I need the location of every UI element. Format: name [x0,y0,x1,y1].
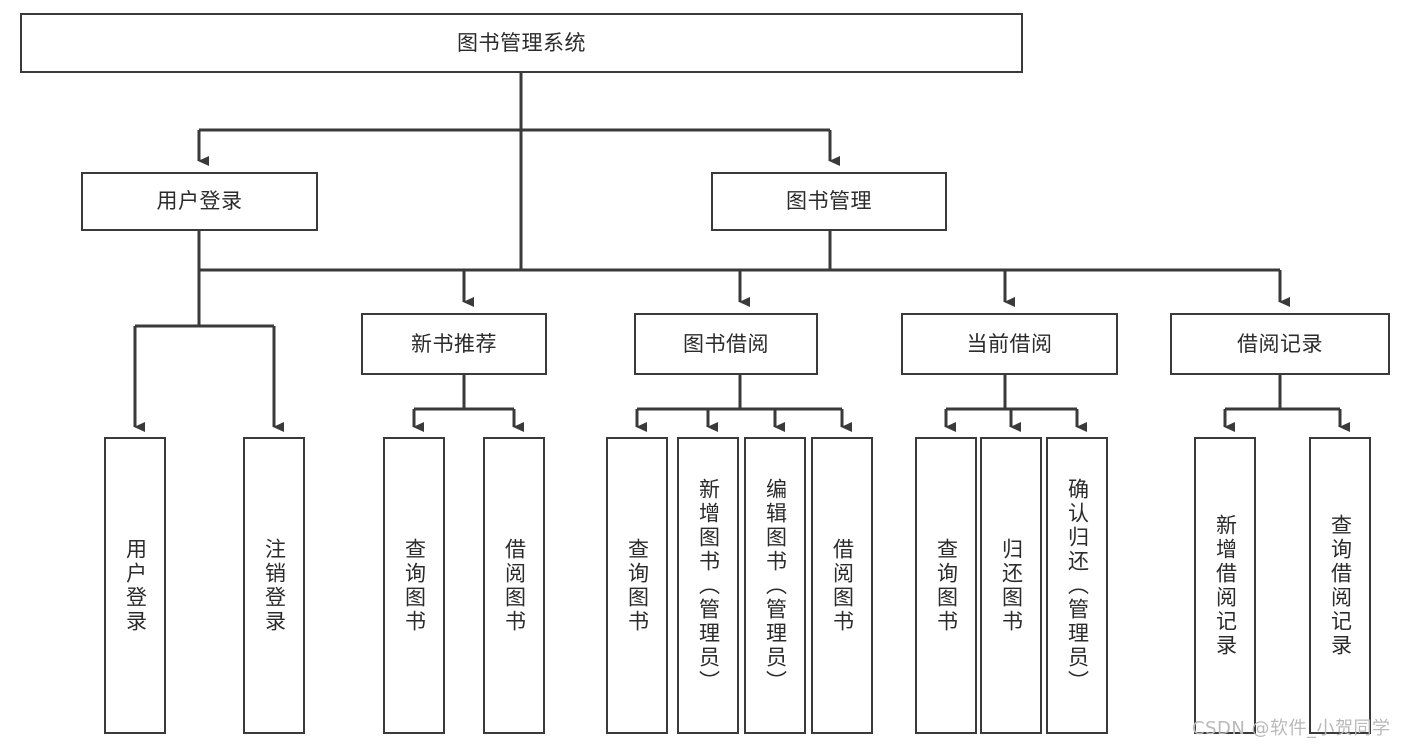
node-book-management[interactable]: 图书管理 [711,172,947,231]
node-borrow-record-label: 借阅记录 [1237,331,1323,356]
leaf-bb-edit-book[interactable]: 编辑图书（管理员） [744,437,806,734]
leaf-br-query-record-label: 查询借阅记录 [1328,513,1353,658]
leaf-bb-borrow-book-label: 借阅图书 [830,537,855,634]
node-root[interactable]: 图书管理系统 [20,13,1023,73]
leaf-cb-return-book-label: 归还图书 [999,537,1024,634]
node-borrow-record[interactable]: 借阅记录 [1170,313,1390,375]
leaf-bb-query-book-label: 查询图书 [625,537,650,634]
leaf-bb-add-book[interactable]: 新增图书（管理员） [677,437,739,734]
leaf-bb-add-book-label: 新增图书（管理员） [696,477,721,694]
node-root-label: 图书管理系统 [457,30,586,55]
leaf-logout-label: 注销登录 [262,537,287,634]
leaf-cb-query-book[interactable]: 查询图书 [915,437,977,734]
node-book-management-label: 图书管理 [786,189,872,214]
node-current-borrow-label: 当前借阅 [966,331,1053,356]
leaf-cb-query-book-label: 查询图书 [934,537,959,634]
leaf-user-login[interactable]: 用户登录 [104,437,166,734]
leaf-nb-query-book[interactable]: 查询图书 [383,437,445,734]
leaf-nb-query-book-label: 查询图书 [402,537,427,634]
node-book-borrow-label: 图书借阅 [683,331,769,356]
node-current-borrow[interactable]: 当前借阅 [901,313,1118,375]
leaf-bb-borrow-book[interactable]: 借阅图书 [811,437,873,734]
node-new-book-recommend[interactable]: 新书推荐 [361,313,547,375]
leaf-cb-return-book[interactable]: 归还图书 [980,437,1042,734]
leaf-logout[interactable]: 注销登录 [243,437,305,734]
leaf-bb-query-book[interactable]: 查询图书 [606,437,668,734]
node-book-borrow[interactable]: 图书借阅 [634,313,818,375]
leaf-nb-borrow-book[interactable]: 借阅图书 [483,437,545,734]
leaf-user-login-label: 用户登录 [123,537,148,634]
leaf-nb-borrow-book-label: 借阅图书 [502,537,527,634]
leaf-bb-edit-book-label: 编辑图书（管理员） [763,477,788,694]
leaf-br-query-record[interactable]: 查询借阅记录 [1309,437,1371,734]
node-user-login-label: 用户登录 [156,189,243,214]
leaf-br-add-record[interactable]: 新增借阅记录 [1194,437,1256,734]
leaf-cb-confirm-return-label: 确认归还（管理员） [1065,477,1090,694]
leaf-cb-confirm-return[interactable]: 确认归还（管理员） [1046,437,1108,734]
node-new-book-recommend-label: 新书推荐 [411,331,497,356]
leaf-br-add-record-label: 新增借阅记录 [1213,513,1238,658]
node-user-login[interactable]: 用户登录 [81,172,318,231]
